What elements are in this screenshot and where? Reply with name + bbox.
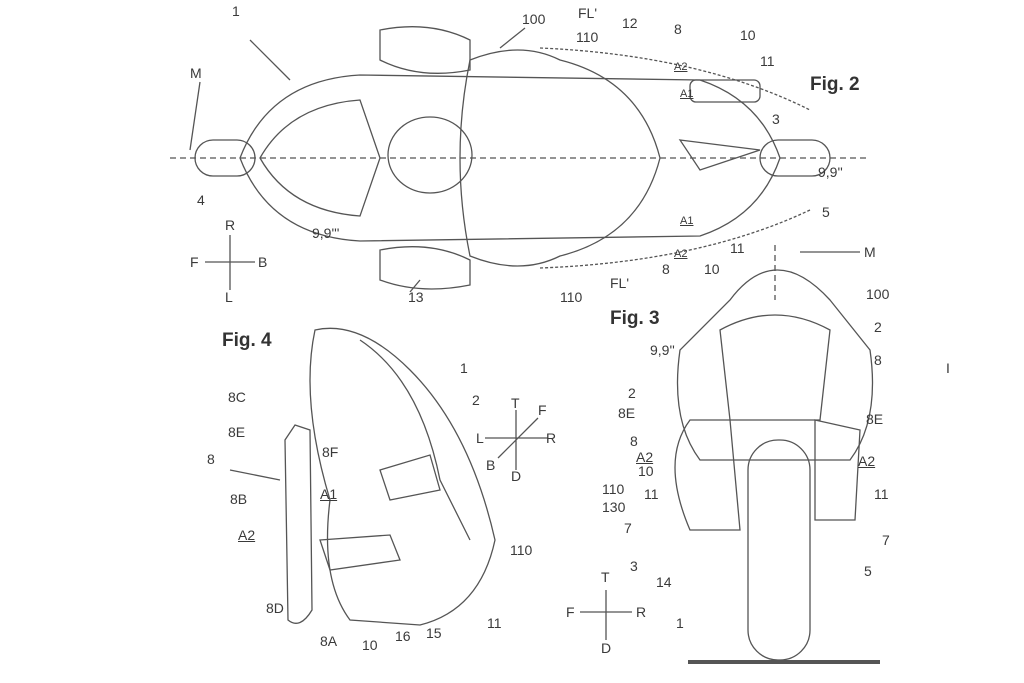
fig3-label: 7 [882,532,890,548]
direction-r: R [636,604,647,620]
fig2-label: 8 [662,261,670,277]
fig2-label: 3 [772,111,780,127]
fig3-label: 2 [874,319,882,335]
direction-d: D [511,468,522,484]
fig4-label: 8E [228,424,246,440]
fig2-motorcycle-top-view [170,26,870,293]
fig3-label: 8 [874,352,882,368]
fig2-label: 13 [408,289,424,305]
fig2-label: A2 [674,248,688,260]
fig2-label: 100 [522,11,546,27]
fig4-label: 10 [362,637,378,653]
fig3-label: 7 [624,520,632,536]
fig2-label: A1 [680,88,694,100]
fig3-label: 11 [644,486,659,502]
fig3-label: 130 [602,499,626,515]
fig2-label: FL' [578,5,598,21]
fig3-label: 8 [630,433,638,449]
fig4-label: 8F [322,444,339,460]
fig4-label: 110 [510,542,533,558]
fig2-title: Fig. 2 [810,74,860,95]
fig2-label: A1 [680,215,694,227]
fig3-label: 10 [638,463,654,479]
direction-f: F [538,402,547,418]
fig2-label: FL' [610,275,630,291]
fig4-title: Fig. 4 [222,330,272,351]
fig2-label: 10 [704,261,720,277]
fig2-label: M [864,244,876,260]
fig3-label: 11 [874,486,889,502]
fig2-label: 11 [730,240,745,256]
fig3-label: 3 [630,558,638,574]
direction-r: R [546,430,557,446]
fig3-label: 2 [628,385,636,401]
fig3-label: 8E [618,405,636,421]
fig3-label: 1 [676,615,684,631]
fig2-label: 110 [576,29,599,45]
fig3-label: A2 [636,449,654,465]
fig4-label: 15 [426,625,442,641]
fig4-label: 8B [230,491,248,507]
fig3-label: A2 [858,453,876,469]
fig3-label: 9,9'' [650,342,675,358]
fig4-label: A2 [238,527,256,543]
fig4-fairing-perspective [229,327,548,626]
fig2-label: M [190,65,202,81]
direction-b: B [258,254,268,270]
fig2-label: 110 [560,289,583,305]
fig2-label: 8 [674,21,682,37]
fig3-label: 8E [866,411,884,427]
fig3-motorcycle-front-view [580,245,880,664]
fig3-label: 14 [656,574,672,590]
fig2-label: 12 [622,15,638,31]
direction-l: L [225,289,233,305]
fig4-label: 16 [395,628,411,644]
direction-r: R [225,217,236,233]
fig3-label: 100 [866,286,890,302]
direction-t: T [511,395,520,411]
direction-f: F [190,254,199,270]
fig4-label: 1 [460,360,468,376]
fig4-label: 8C [228,389,246,405]
fig4-label: 8A [320,633,338,649]
direction-f: F [566,604,575,620]
fig2-label: 1 [232,3,240,19]
direction-l: L [476,430,484,446]
fig2-label: A2 [674,61,688,73]
fig4-label: A1 [320,486,338,502]
fig2-label: 9,9'' [818,164,843,180]
direction-b: B [486,457,496,473]
direction-t: T [601,569,610,585]
fig2-label: 11 [760,53,775,69]
stray-mark: I [946,360,950,376]
fig4-label: 8D [266,600,284,616]
fig3-title: Fig. 3 [610,308,660,329]
fig3-label: 5 [864,563,872,579]
fig4-label: 2 [472,392,480,408]
fig4-label: 8 [207,451,215,467]
fig2-label: 4 [197,192,205,208]
fig4-label: 11 [487,615,502,631]
direction-d: D [601,640,612,656]
fig2-label: 10 [740,27,756,43]
fig2-label: 9,9''' [312,225,340,241]
fig3-label: 110 [602,481,625,497]
fig2-label: 5 [822,204,830,220]
